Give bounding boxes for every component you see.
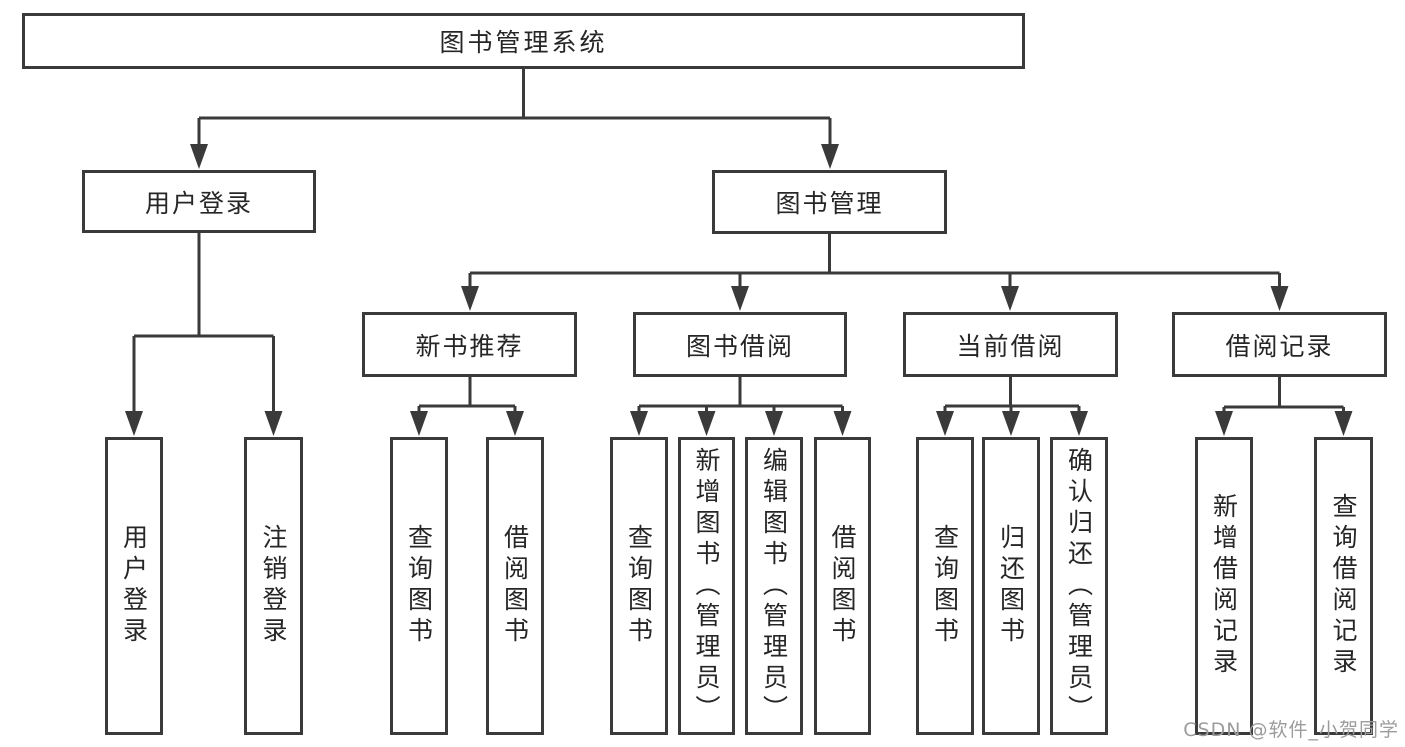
leaf-add-borrow-record-label: 新增借阅记录 [1209, 493, 1239, 679]
node-current-borrow: 当前借阅 [903, 312, 1118, 377]
leaf-query-books-recommend: 查询图书 [390, 437, 448, 735]
node-new-book-recommend-label: 新书推荐 [415, 331, 524, 361]
node-book-management: 图书管理 [712, 170, 947, 234]
leaf-query-books-borrow: 查询图书 [610, 437, 668, 735]
node-new-book-recommend: 新书推荐 [362, 312, 577, 377]
leaf-borrow-books: 借阅图书 [814, 437, 871, 735]
leaf-query-books-current-label: 查询图书 [930, 524, 960, 648]
node-current-borrow-label: 当前借阅 [956, 331, 1065, 361]
leaf-return-books: 归还图书 [982, 437, 1040, 735]
node-user-login-label: 用户登录 [144, 188, 253, 218]
leaf-edit-books-admin-label: 编辑图书（管理员） [759, 446, 789, 726]
csdn-watermark: CSDN @软件_小贺同学 [1183, 719, 1399, 741]
leaf-query-books-recommend-label: 查询图书 [404, 524, 434, 648]
node-root: 图书管理系统 [22, 13, 1025, 69]
arrowheads [125, 144, 1353, 436]
node-book-borrow-label: 图书借阅 [685, 331, 794, 361]
leaf-borrow-books-recommend-label: 借阅图书 [500, 524, 530, 648]
node-book-management-label: 图书管理 [775, 189, 884, 218]
node-borrow-record-label: 借阅记录 [1225, 331, 1334, 361]
node-root-label: 图书管理系统 [439, 28, 608, 57]
leaf-return-books-label: 归还图书 [996, 524, 1026, 648]
leaf-confirm-return-admin: 确认归还（管理员） [1050, 437, 1108, 735]
leaf-query-books-borrow-label: 查询图书 [624, 524, 654, 648]
leaf-add-books-admin-label: 新增图书（管理员） [692, 446, 721, 726]
leaf-query-borrow-record-label: 查询借阅记录 [1329, 493, 1358, 679]
leaf-user-login: 用户登录 [105, 437, 163, 735]
node-user-login: 用户登录 [82, 170, 316, 233]
node-borrow-record: 借阅记录 [1172, 312, 1387, 377]
leaf-add-books-admin: 新增图书（管理员） [678, 437, 735, 735]
leaf-logout-label: 注销登录 [259, 524, 288, 648]
leaf-edit-books-admin: 编辑图书（管理员） [745, 437, 803, 735]
leaf-add-borrow-record: 新增借阅记录 [1195, 437, 1253, 735]
leaf-query-books-current: 查询图书 [916, 437, 974, 735]
node-book-borrow: 图书借阅 [633, 312, 847, 377]
leaf-borrow-books-label: 借阅图书 [828, 524, 857, 648]
leaf-query-borrow-record: 查询借阅记录 [1314, 437, 1373, 735]
leaf-borrow-books-recommend: 借阅图书 [486, 437, 544, 735]
leaf-confirm-return-admin-label: 确认归还（管理员） [1064, 446, 1094, 726]
leaf-logout: 注销登录 [244, 437, 303, 735]
leaf-user-login-label: 用户登录 [119, 524, 149, 648]
